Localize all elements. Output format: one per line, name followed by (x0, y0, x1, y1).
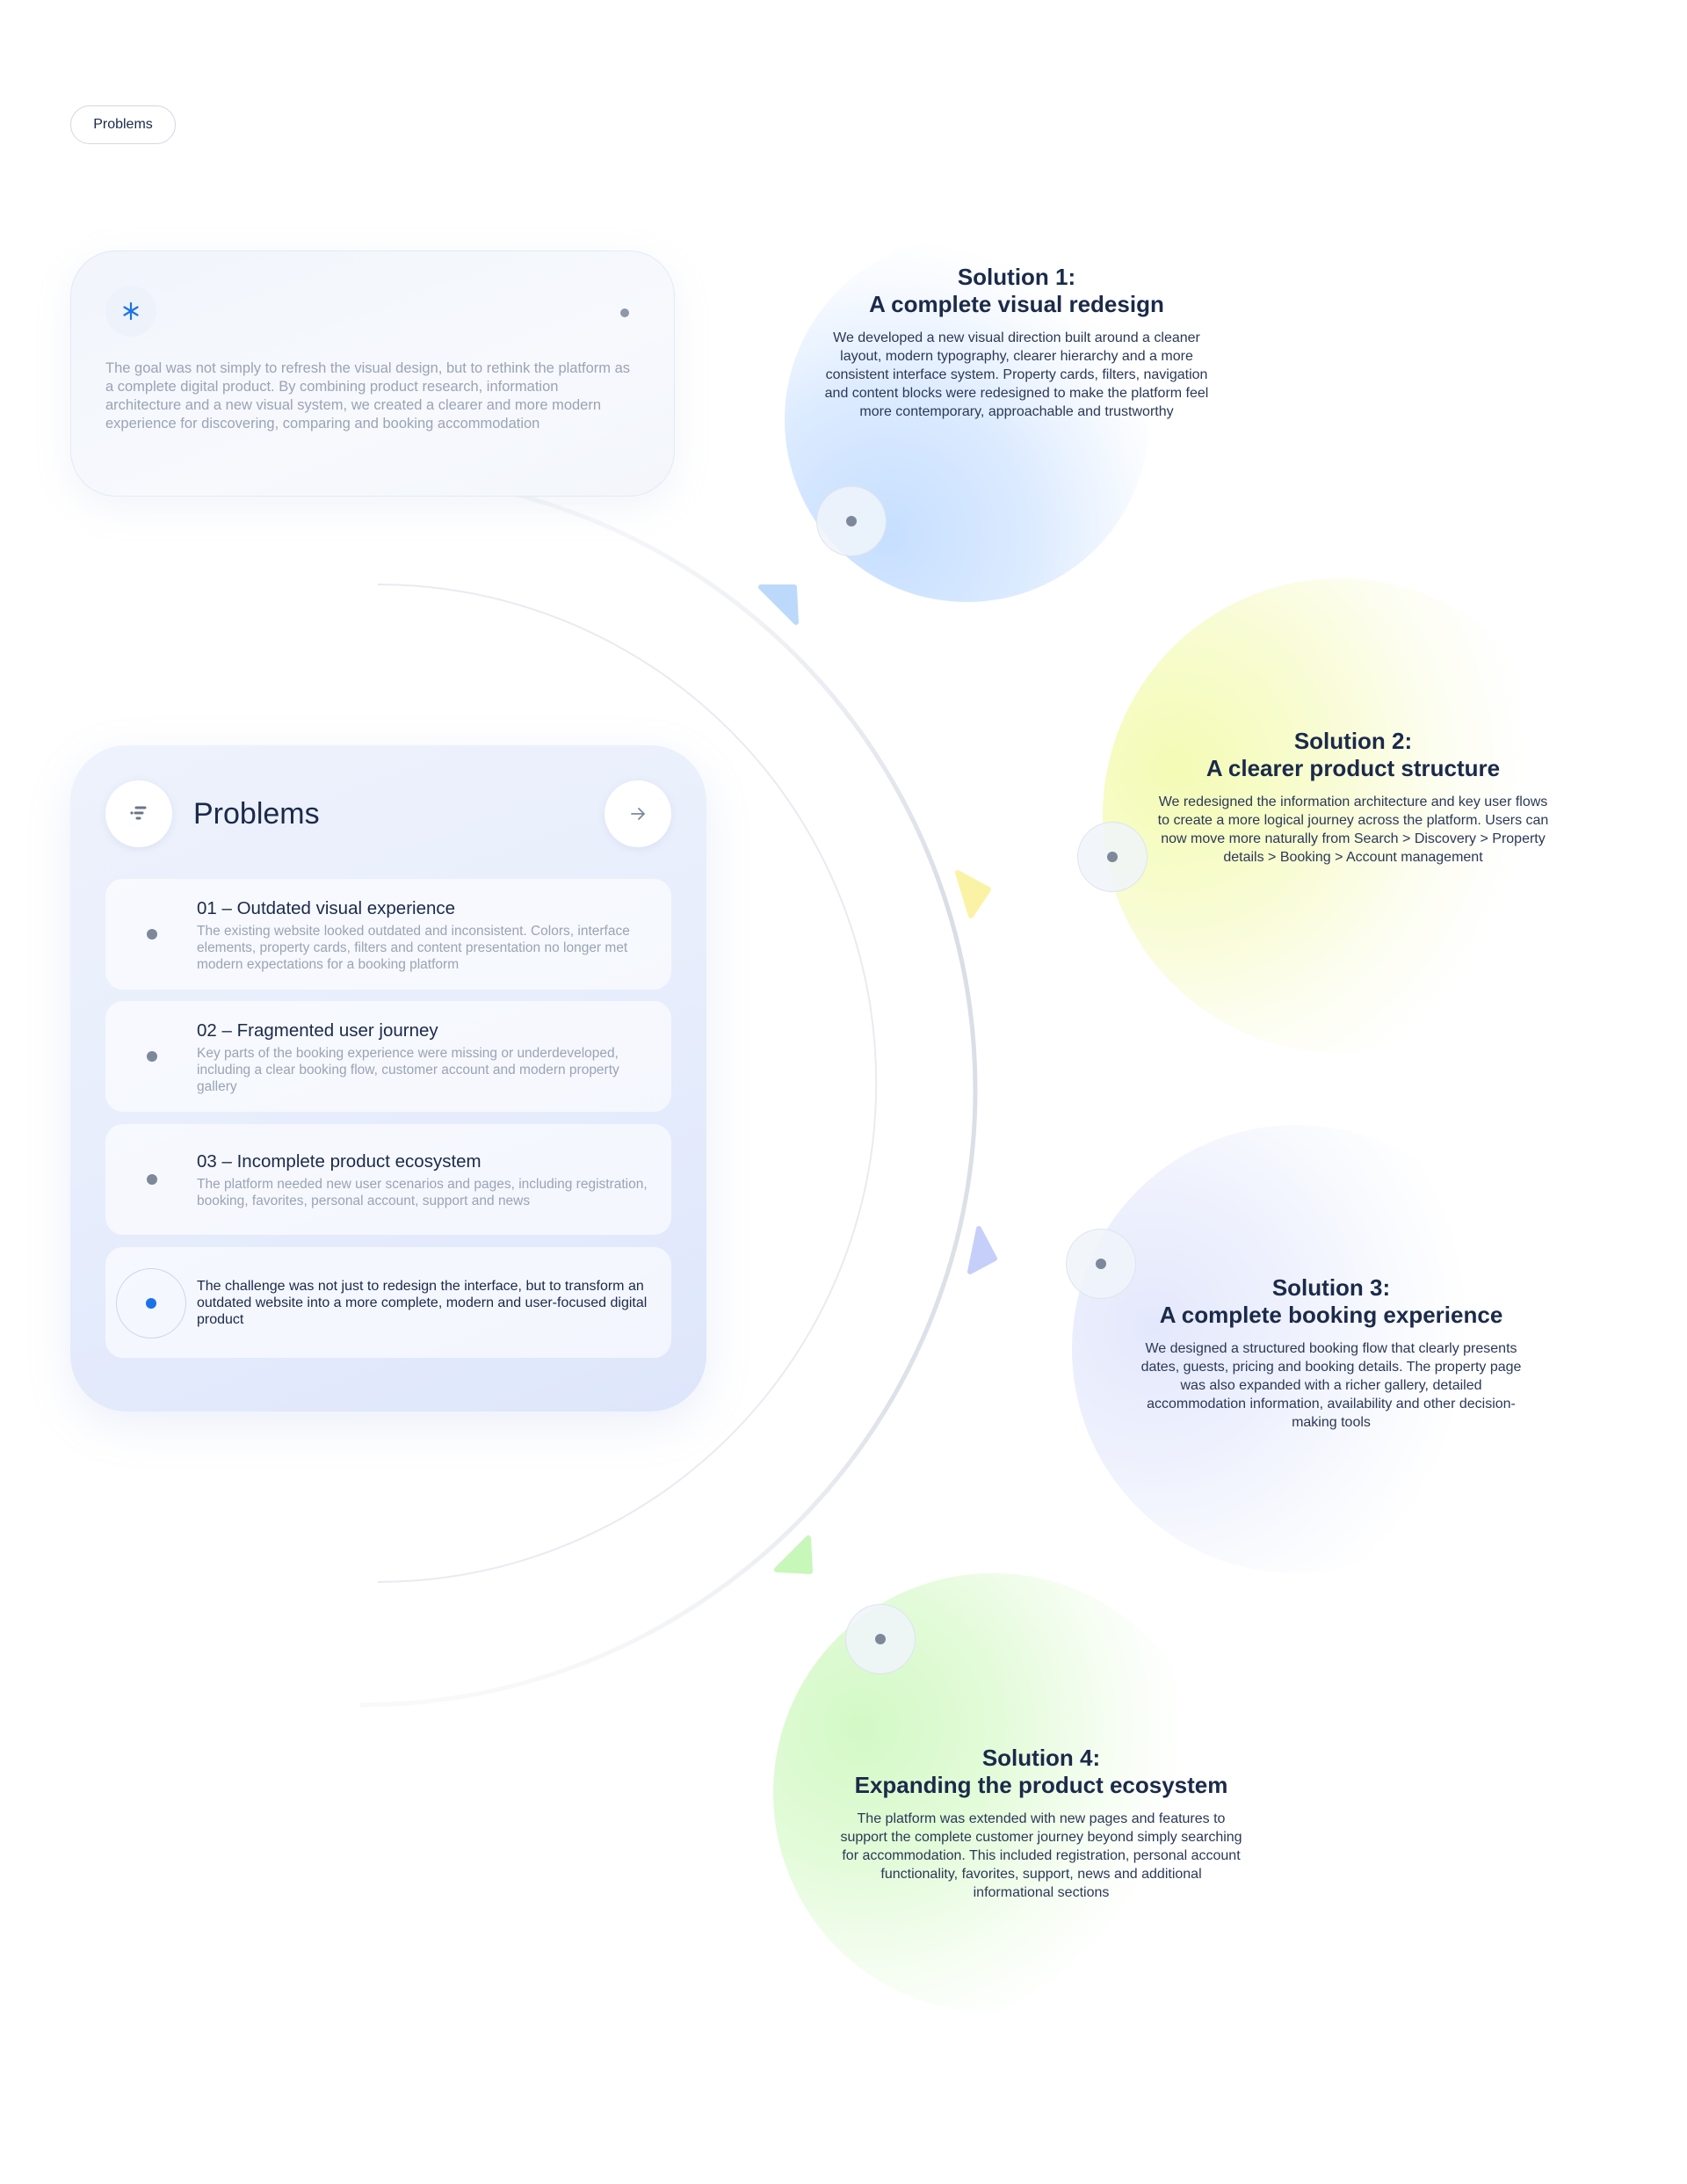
status-dot (620, 308, 629, 317)
solution-4: Solution 4: Expanding the product ecosys… (839, 1745, 1243, 1902)
solution-2-subtitle: A clearer product structure (1206, 755, 1501, 781)
solution-3-text: We designed a structured booking flow th… (1140, 1341, 1522, 1430)
sparkle-icon (105, 286, 156, 337)
solution-2-background (1103, 578, 1577, 1053)
solution-4-node[interactable] (845, 1604, 916, 1674)
triangle-blue-icon (758, 584, 799, 625)
problem-item-3[interactable]: 03 – Incomplete product ecosystem The pl… (105, 1124, 671, 1235)
bullet-dot (147, 1051, 157, 1062)
solution-4-title: Solution 4: (981, 1745, 1101, 1771)
problems-tag[interactable]: Problems (70, 105, 176, 144)
solution-1-title: Solution 1: (957, 264, 1076, 290)
bullet-dot (147, 1174, 157, 1185)
bullet-dot (147, 929, 157, 940)
solution-2-text: We redesigned the information architectu… (1157, 795, 1549, 865)
problem-item-title: 03 – Incomplete product ecosystem (197, 1151, 481, 1172)
problem-item-text: The platform needed new user scenarios a… (197, 1177, 648, 1208)
problem-item-2[interactable]: 02 – Fragmented user journey Key parts o… (105, 1001, 671, 1112)
problem-item-1[interactable]: 01 – Outdated visual experience The exis… (105, 879, 671, 990)
problem-item-text: Key parts of the booking experience were… (197, 1046, 619, 1094)
solution-3-subtitle: A complete booking experience (1159, 1302, 1503, 1328)
problem-item-title: 02 – Fragmented user journey (197, 1020, 438, 1041)
solution-1-subtitle: A complete visual redesign (869, 291, 1164, 317)
summary-text: The challenge was not just to redesign t… (197, 1279, 648, 1327)
solution-1: Solution 1: A complete visual redesign W… (806, 264, 1227, 421)
problem-item-title: 01 – Outdated visual experience (197, 898, 456, 918)
solution-3-background (1072, 1125, 1520, 1573)
problem-item-text: The existing website looked outdated and… (197, 924, 630, 972)
solution-4-text: The platform was extended with new pages… (840, 1811, 1242, 1900)
goal-description: The goal was not simply to refresh the v… (105, 360, 631, 432)
summary-ring (116, 1268, 186, 1339)
arrow-right-icon[interactable] (605, 780, 671, 847)
orbit-outer-arc (359, 472, 978, 1708)
orbit-inner-arc (377, 584, 878, 1583)
solution-3: Solution 3: A complete booking experienc… (1138, 1274, 1524, 1432)
triangle-periwinkle-icon (967, 1226, 997, 1274)
solution-4-subtitle: Expanding the product ecosystem (854, 1772, 1228, 1798)
solution-2-node[interactable] (1077, 822, 1148, 892)
solution-1-text: We developed a new visual direction buil… (824, 330, 1209, 419)
triangle-green-icon (774, 1535, 813, 1574)
problems-title: Problems (193, 797, 320, 831)
solution-3-node[interactable] (1066, 1229, 1136, 1299)
problem-summary[interactable]: The challenge was not just to redesign t… (105, 1247, 671, 1358)
filter-icon (105, 780, 172, 847)
goal-card: The goal was not simply to refresh the v… (70, 250, 675, 497)
triangle-yellow-icon (955, 870, 991, 918)
solution-1-node[interactable] (816, 486, 887, 556)
solution-2-title: Solution 2: (1293, 728, 1413, 754)
problems-card: Problems 01 – Outdated visual experience… (70, 745, 706, 1411)
solution-3-title: Solution 3: (1271, 1274, 1391, 1301)
active-dot (146, 1298, 156, 1309)
solution-2: Solution 2: A clearer product structure … (1155, 728, 1551, 867)
